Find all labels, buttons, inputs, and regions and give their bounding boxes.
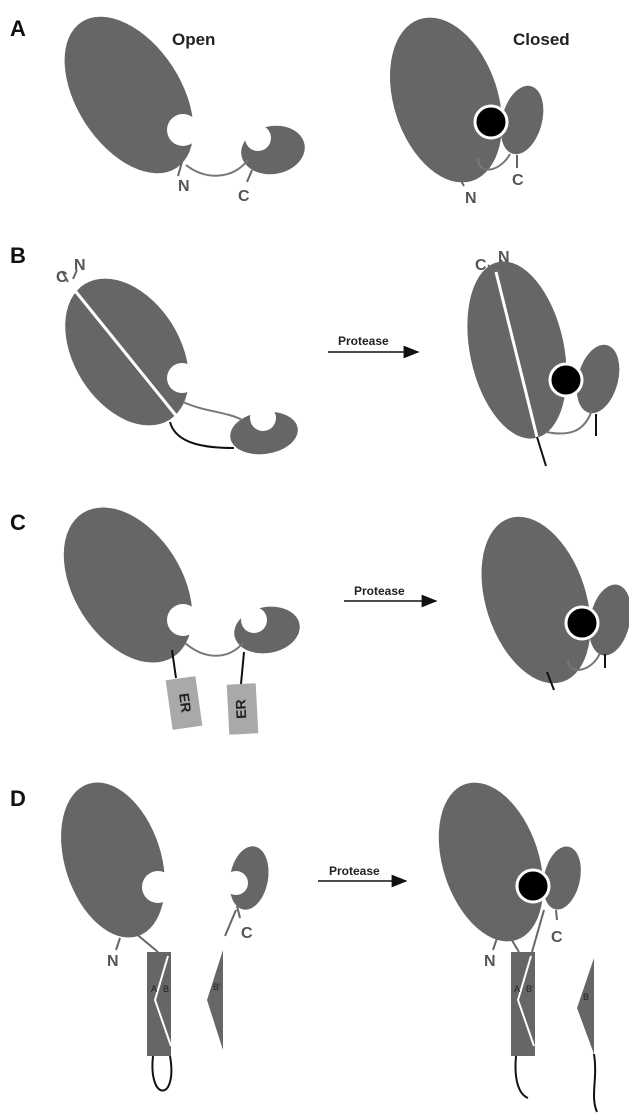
open-n-label: N xyxy=(178,178,190,195)
d-closed-c-stem xyxy=(556,910,557,920)
d-open-n-stem xyxy=(116,938,120,950)
d-open-n-label: N xyxy=(107,953,119,970)
closed-c-label: C xyxy=(512,172,524,189)
d-closed-c-label: C xyxy=(551,929,563,946)
d-open-b-label: B xyxy=(163,984,169,994)
d-closed-n-domain xyxy=(420,769,562,955)
open-c-domain xyxy=(237,121,308,179)
b-closed-ligand xyxy=(550,364,582,396)
closed-state-label: Closed xyxy=(513,30,570,49)
b-closed-cleaved-end xyxy=(537,437,546,466)
panel-c-letter: C xyxy=(10,510,26,535)
d-open-a-label: A xyxy=(151,984,157,994)
panel-d: D N C A B B' Protease N C xyxy=(10,769,597,1112)
d-closed-n-label: N xyxy=(484,953,496,970)
er-tag-1: ER xyxy=(166,676,203,730)
open-c-stem xyxy=(247,170,252,182)
b-protease-label: Protease xyxy=(338,334,389,348)
panel-b-letter: B xyxy=(10,243,26,268)
c-closed-ligand xyxy=(566,607,598,639)
d-open-c-link xyxy=(225,910,236,936)
panel-a-letter: A xyxy=(10,16,26,41)
c-protease-label: Protease xyxy=(354,584,405,598)
er-tag-2-label: ER xyxy=(232,699,249,719)
closed-n-label: N xyxy=(465,190,477,207)
d-protease-label: Protease xyxy=(329,864,380,878)
d-closed-cleaved-end-2 xyxy=(594,1054,597,1112)
d-closed-a-label: A xyxy=(514,984,520,994)
open-linker xyxy=(186,160,248,176)
panel-a: A Open Closed N C N C xyxy=(10,0,570,207)
panel-d-letter: D xyxy=(10,786,26,811)
c-open-c-domain xyxy=(231,602,304,659)
d-closed-ligand xyxy=(517,870,549,902)
b-open-c-label: C xyxy=(56,269,68,286)
d-closed-b-wedge xyxy=(577,958,594,1054)
d-open-n-domain xyxy=(43,769,184,951)
er-tag-1-label: ER xyxy=(176,692,195,713)
d-closed-bprime-label: B' xyxy=(526,984,534,994)
d-closed-n-stem xyxy=(493,938,497,950)
closed-ligand xyxy=(475,106,507,138)
c-open-linker xyxy=(185,643,243,656)
panel-b: B C N Protease C N xyxy=(10,243,626,466)
d-open-ab-block xyxy=(147,952,171,1056)
b-closed-n-domain xyxy=(452,252,581,448)
open-state-label: Open xyxy=(172,30,215,49)
d-closed-b-label: B xyxy=(583,992,589,1002)
d-open-c-domain xyxy=(224,843,273,913)
c-open-n-domain xyxy=(37,484,219,685)
b-open-c-domain xyxy=(227,405,300,459)
panel-c: C ER ER Protease xyxy=(10,484,629,734)
b-open-black-tether xyxy=(170,422,234,448)
c-c-er-link xyxy=(241,652,244,684)
b-open-n-label: N xyxy=(74,257,86,274)
d-open-bprime-wedge xyxy=(207,950,223,1050)
b-closed-n-label: N xyxy=(498,249,510,266)
er-tag-2: ER xyxy=(227,683,259,734)
d-closed-cleaved-end-1 xyxy=(516,1056,529,1098)
d-open-c-label: C xyxy=(241,925,253,942)
d-open-n-link xyxy=(134,932,158,952)
b-closed-c-label: C xyxy=(475,257,487,274)
d-open-bprime-label: B' xyxy=(213,982,221,992)
d-open-loop xyxy=(152,1056,171,1091)
open-c-label: C xyxy=(238,188,250,205)
b-open-linker xyxy=(183,402,242,420)
closed-n-domain xyxy=(370,3,521,197)
